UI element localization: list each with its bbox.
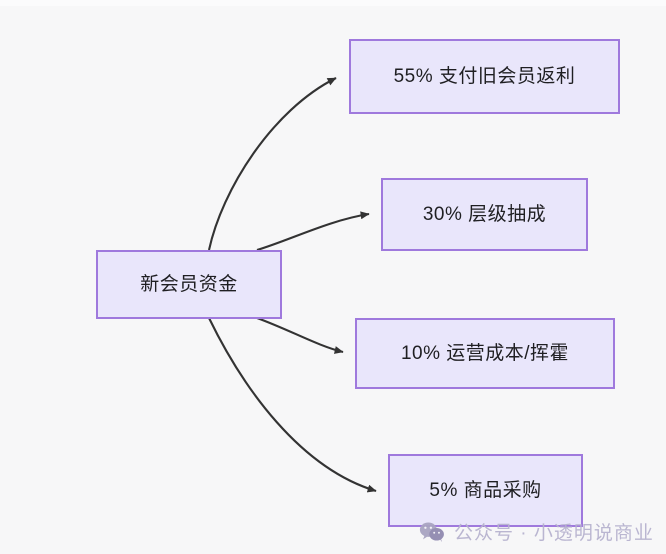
target-node-goods-purchase[interactable]: 5% 商品采购 [388, 454, 583, 527]
edge-source-to-target-2 [256, 211, 370, 252]
target-node-3-label: 10% 运营成本/挥霍 [400, 343, 570, 364]
canvas-top-strip [0, 0, 666, 6]
edge-source-to-target-1 [207, 77, 337, 251]
target-node-1-label: 55% 支付旧会员返利 [393, 66, 576, 87]
target-node-tier-commission[interactable]: 30% 层级抽成 [381, 178, 588, 251]
source-node-label: 新会员资金 [140, 274, 238, 295]
edge-source-to-target-3 [256, 317, 344, 354]
source-node[interactable]: 新会员资金 [96, 250, 282, 319]
edge-source-to-target-4 [208, 317, 377, 493]
target-node-4-label: 5% 商品采购 [429, 480, 542, 501]
target-node-operating-cost[interactable]: 10% 运营成本/挥霍 [355, 318, 615, 389]
target-node-2-label: 30% 层级抽成 [422, 204, 547, 225]
target-node-payout-rebate[interactable]: 55% 支付旧会员返利 [349, 39, 620, 114]
